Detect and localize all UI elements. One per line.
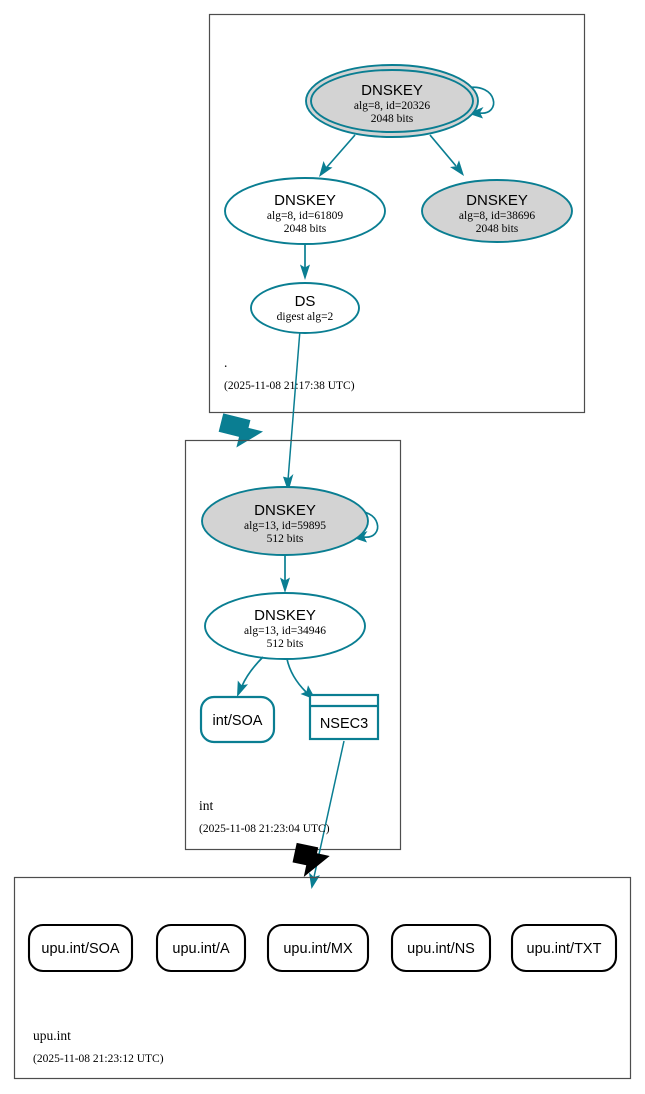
edge-int-zsk-to-int-soa [237, 656, 264, 697]
edge-root-ksk-to-root-ksk2 [429, 134, 464, 176]
edge-int-zsk-to-int-nsec3 [286, 658, 316, 700]
node-upu-int-mx-rrset[interactable]: upu.int/MX [266, 923, 370, 973]
rrset-box [390, 923, 492, 973]
node-ellipse-inner [310, 69, 474, 133]
edge-root-zsk-to-root-ds [300, 244, 310, 280]
rrset-box [199, 695, 276, 744]
zone-timestamp-upu-int: (2025-11-08 21:23:12 UTC) [33, 1053, 164, 1065]
node-ellipse [250, 282, 360, 334]
node-upu-int-ns-rrset[interactable]: upu.int/NS [390, 923, 492, 973]
rrset-box [27, 923, 134, 973]
node-int-nsec3-rrset[interactable]: NSEC3 [308, 693, 380, 741]
rrset-box [155, 923, 247, 973]
zone-timestamp-int: (2025-11-08 21:23:04 UTC) [199, 823, 330, 835]
zone-label-upu-int: upu.int [33, 1028, 71, 1043]
zone-box-int [184, 439, 402, 851]
node-ellipse [224, 177, 386, 245]
zone-box-upu-int [13, 876, 632, 1080]
node-ellipse [204, 592, 366, 660]
node-root-ksk-20326[interactable]: DNSKEY alg=8, id=20326 2048 bits [305, 64, 495, 138]
node-root-ksk-38696[interactable]: DNSKEY alg=8, id=38696 2048 bits [421, 179, 573, 243]
node-int-ksk-59895[interactable]: DNSKEY alg=13, id=59895 512 bits [201, 486, 379, 556]
node-upu-int-a-rrset[interactable]: upu.int/A [155, 923, 247, 973]
node-ellipse [421, 179, 573, 243]
zone-label-root: . [224, 355, 227, 370]
edge-root-ksk-to-root-zsk [319, 134, 356, 177]
delegation-edge-root-to-int [218, 413, 264, 448]
zone-cluster-root: DNSKEY alg=8, id=20326 2048 bits DNSKEY … [208, 13, 586, 492]
zone-cluster-upu-int: upu.int/SOA upu.int/A upu.int/MX upu.int… [13, 876, 632, 1080]
rrset-row-upu-int: upu.int/SOA upu.int/A upu.int/MX upu.int… [27, 923, 618, 973]
node-upu-int-txt-rrset[interactable]: upu.int/TXT [510, 923, 618, 973]
self-sign-loop-root-ksk [465, 86, 495, 119]
node-ellipse [201, 486, 369, 556]
node-root-ds[interactable]: DS digest alg=2 [250, 282, 360, 334]
rrset-box [510, 923, 618, 973]
edge-root-ds-to-int-ksk [283, 329, 301, 492]
node-upu-int-soa-rrset[interactable]: upu.int/SOA [27, 923, 134, 973]
node-root-zsk-61809[interactable]: DNSKEY alg=8, id=61809 2048 bits [224, 177, 386, 245]
delegation-edge-int-to-upu-int [292, 842, 330, 878]
zone-box-root [208, 13, 586, 414]
zone-cluster-int: DNSKEY alg=13, id=59895 512 bits DNSKEY … [184, 439, 402, 889]
zone-timestamp-root: (2025-11-08 21:17:38 UTC) [224, 380, 355, 392]
zone-label-int: int [199, 798, 214, 813]
rrset-box [266, 923, 370, 973]
node-int-zsk-34946[interactable]: DNSKEY alg=13, id=34946 512 bits [204, 592, 366, 660]
node-int-soa-rrset[interactable]: int/SOA [199, 695, 276, 744]
rrset-box [308, 693, 380, 741]
edge-int-ksk-to-int-zsk [280, 555, 290, 593]
